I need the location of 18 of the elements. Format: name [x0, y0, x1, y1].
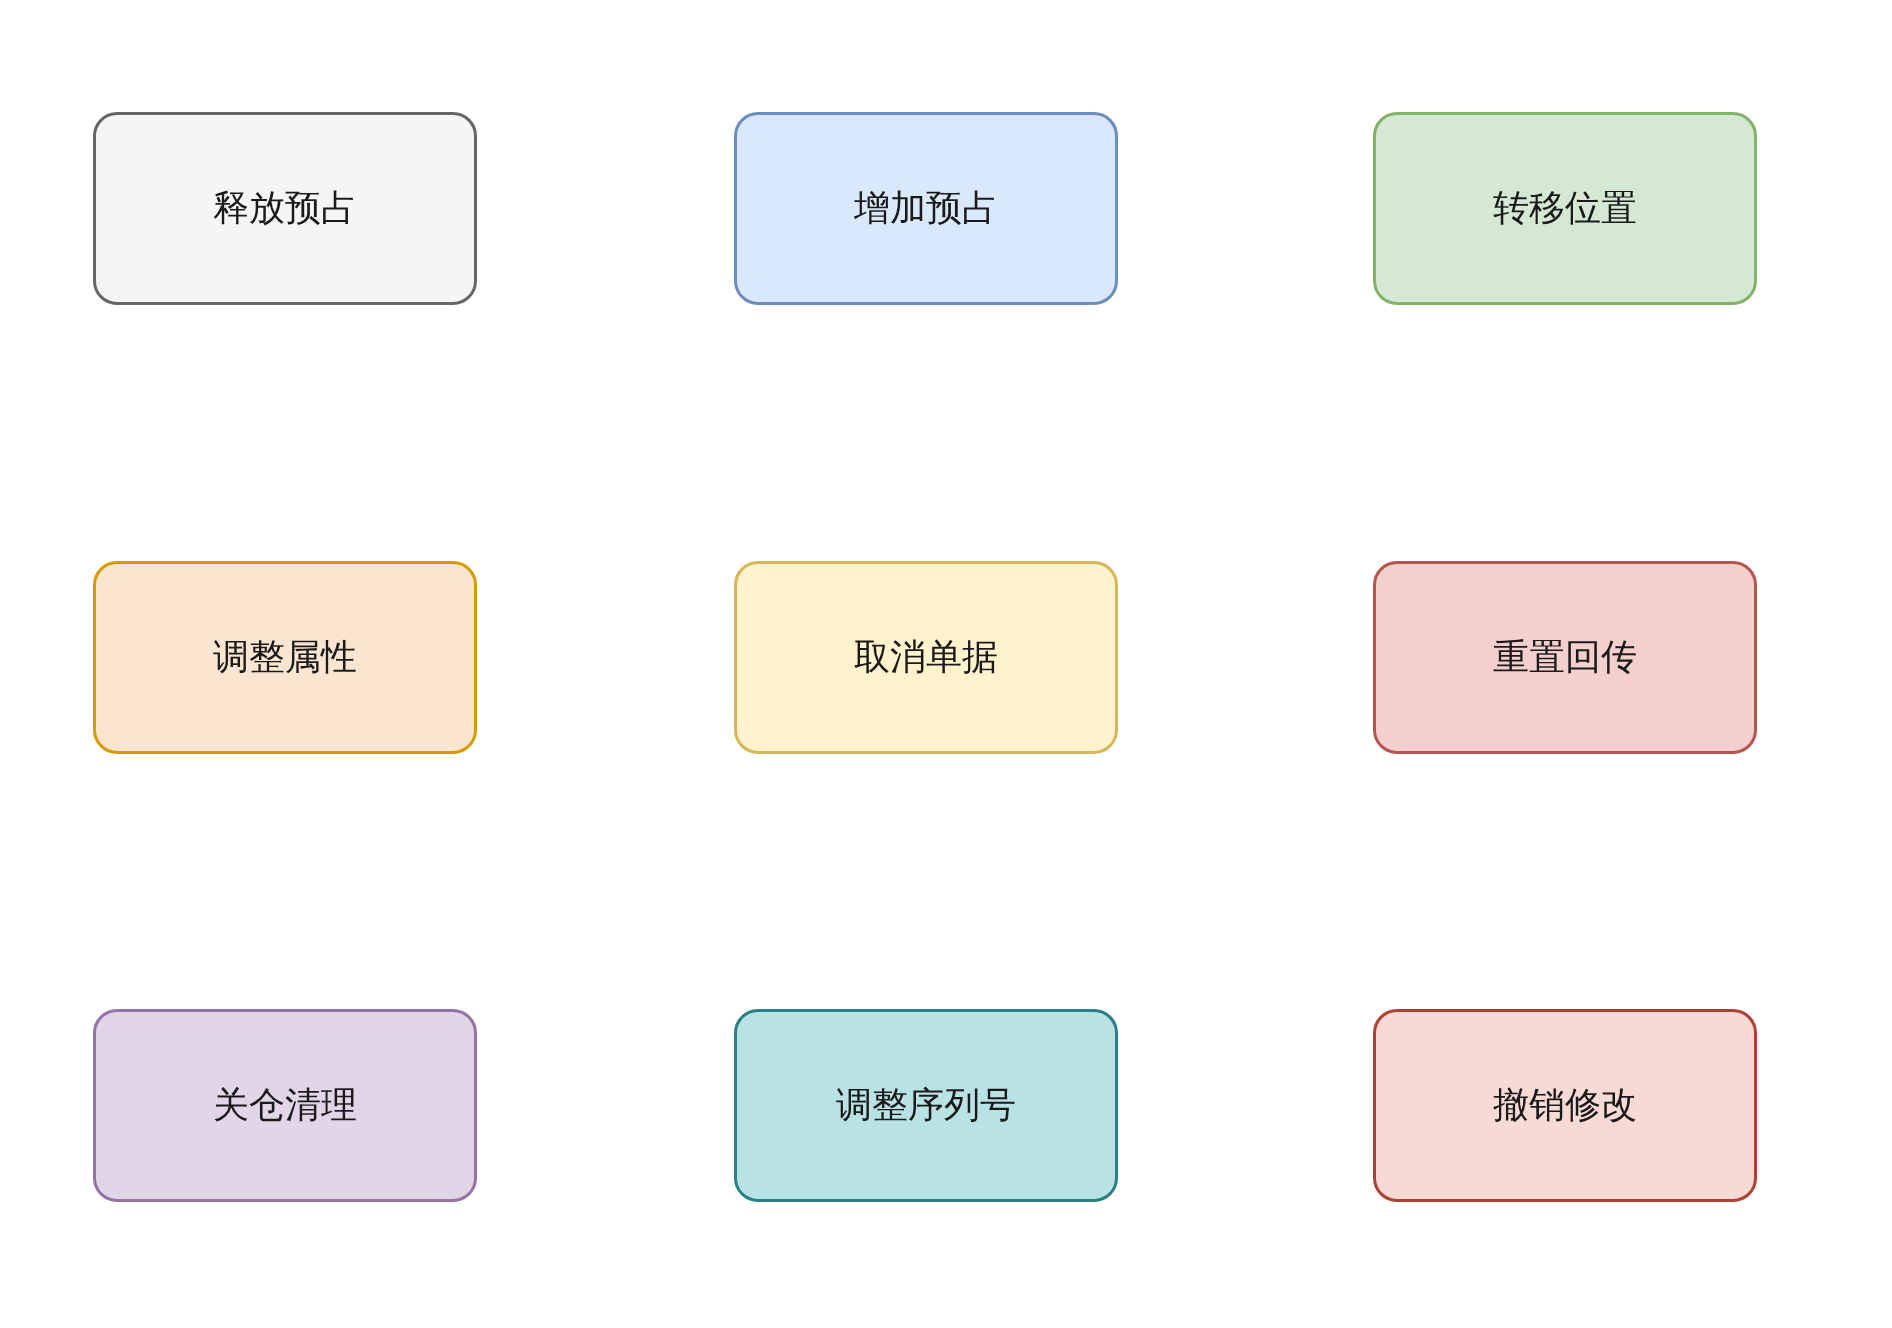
box-label: 关仓清理	[213, 1083, 357, 1127]
process-box	[93, 112, 477, 305]
process-box	[1373, 561, 1757, 754]
box-label: 取消单据	[854, 635, 998, 679]
box-label: 转移位置	[1493, 186, 1637, 230]
box-label: 调整序列号	[836, 1083, 1016, 1127]
process-box	[734, 112, 1118, 305]
box-label: 重置回传	[1493, 635, 1637, 679]
box-label: 调整属性	[213, 635, 357, 679]
box-label: 撤销修改	[1493, 1083, 1637, 1127]
process-box	[1373, 1009, 1757, 1202]
process-box	[734, 561, 1118, 754]
box-label: 释放预占	[213, 186, 357, 230]
process-box	[93, 561, 477, 754]
box-label: 增加预占	[854, 186, 998, 230]
process-box	[93, 1009, 477, 1202]
process-box	[734, 1009, 1118, 1202]
process-box	[1373, 112, 1757, 305]
